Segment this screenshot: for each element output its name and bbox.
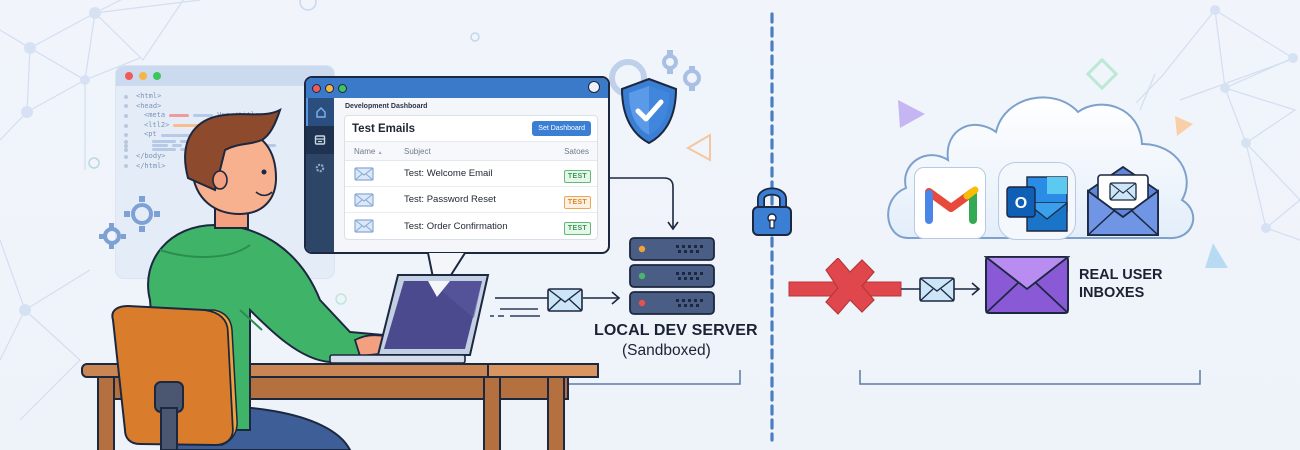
dashboard-header: Development Dashboard xyxy=(345,103,428,110)
code-line: </body> xyxy=(136,151,166,160)
dashboard-content: Development Dashboard Test Emails Set Da… xyxy=(334,98,608,252)
lock-icon xyxy=(752,187,792,236)
test-emails-card: Test Emails Set Dashboard Name ▲ Subject… xyxy=(344,115,598,240)
sort-asc-icon: ▲ xyxy=(377,149,383,156)
shield-check-icon xyxy=(620,77,678,145)
code-window-titlebar xyxy=(116,66,334,86)
dashboard-sidebar xyxy=(306,98,334,252)
real-user-inboxes-label: REAL USER INBOXES xyxy=(1079,266,1163,302)
code-line: </html> xyxy=(136,161,166,170)
maximize-dot xyxy=(153,72,161,80)
code-line: <meta xyxy=(144,111,166,120)
sidebar-item-settings[interactable] xyxy=(306,154,334,182)
outlook-letter: O xyxy=(1015,195,1027,212)
gear-icon xyxy=(315,163,325,173)
status-badge: TEST xyxy=(563,222,591,235)
server-icon xyxy=(629,237,715,315)
inbox-icon xyxy=(314,135,326,145)
triangle-decor xyxy=(898,100,925,128)
gears-icon xyxy=(99,196,160,249)
status-badge: TEST xyxy=(563,195,591,209)
envelope-icon xyxy=(354,219,374,233)
developer-illustration xyxy=(81,107,599,450)
gmail-tile xyxy=(914,167,986,239)
sidebar-item-inbox[interactable] xyxy=(306,126,334,154)
code-line: <html> xyxy=(136,92,162,100)
close-button[interactable] xyxy=(312,83,321,93)
maximize-button[interactable] xyxy=(338,83,347,93)
real-user-label-line2: INBOXES xyxy=(1079,285,1145,301)
email-subject: Test: Welcome Email xyxy=(404,168,493,179)
dashboard-to-server-arrow xyxy=(610,177,674,228)
table-row[interactable]: Test: Welcome Email TEST xyxy=(345,161,597,187)
inbox-envelope-icon xyxy=(984,256,1070,314)
code-line: <ltl2> xyxy=(144,120,170,129)
envelope-icon xyxy=(547,288,583,312)
code-line: <head> xyxy=(136,101,162,110)
server-bracket xyxy=(490,370,741,385)
sidebar-item-home[interactable] xyxy=(306,98,334,126)
column-subject[interactable]: Subject xyxy=(404,146,431,156)
column-name[interactable]: Name ▲ xyxy=(354,146,383,156)
dashboard-titlebar xyxy=(306,78,608,98)
card-header: Test Emails Set Dashboard xyxy=(345,116,597,142)
column-status[interactable]: Satoes xyxy=(564,146,589,156)
sandboxed-label: (Sandboxed) xyxy=(622,342,711,359)
table-row[interactable]: Test: Order Confirmation TEST xyxy=(345,213,597,239)
inbox-bracket xyxy=(859,370,1201,385)
minimize-button[interactable] xyxy=(325,83,334,93)
close-dot xyxy=(125,72,133,80)
x-icon xyxy=(825,258,875,315)
email-subject: Test: Order Confirmation xyxy=(404,220,508,232)
table-header: Name ▲ Subject Satoes xyxy=(345,142,597,161)
outlook-tile: O xyxy=(998,162,1076,240)
envelope-icon xyxy=(354,166,374,181)
home-icon xyxy=(316,107,326,118)
open-mail-icon xyxy=(1087,165,1159,236)
gmail-icon xyxy=(925,186,979,224)
table-row[interactable]: Test: Password Reset TEST xyxy=(345,187,597,213)
development-dashboard-window: Development Dashboard Test Emails Set Da… xyxy=(304,76,610,254)
email-subject: Test: Password Reset xyxy=(404,194,496,205)
outlook-icon: O xyxy=(1006,176,1068,232)
envelope-icon xyxy=(354,192,374,207)
blocked-path xyxy=(788,258,981,315)
minimize-dot xyxy=(139,72,147,80)
status-badge: TEST xyxy=(563,169,591,183)
card-title: Test Emails xyxy=(352,122,416,135)
real-user-label-line1: REAL USER xyxy=(1079,267,1163,283)
set-dashboard-button[interactable]: Set Dashboard xyxy=(532,121,591,136)
profile-circle[interactable] xyxy=(588,81,600,93)
hair xyxy=(184,107,282,192)
local-dev-server-label: LOCAL DEV SERVER xyxy=(594,322,758,339)
code-line: <pt xyxy=(144,130,157,139)
